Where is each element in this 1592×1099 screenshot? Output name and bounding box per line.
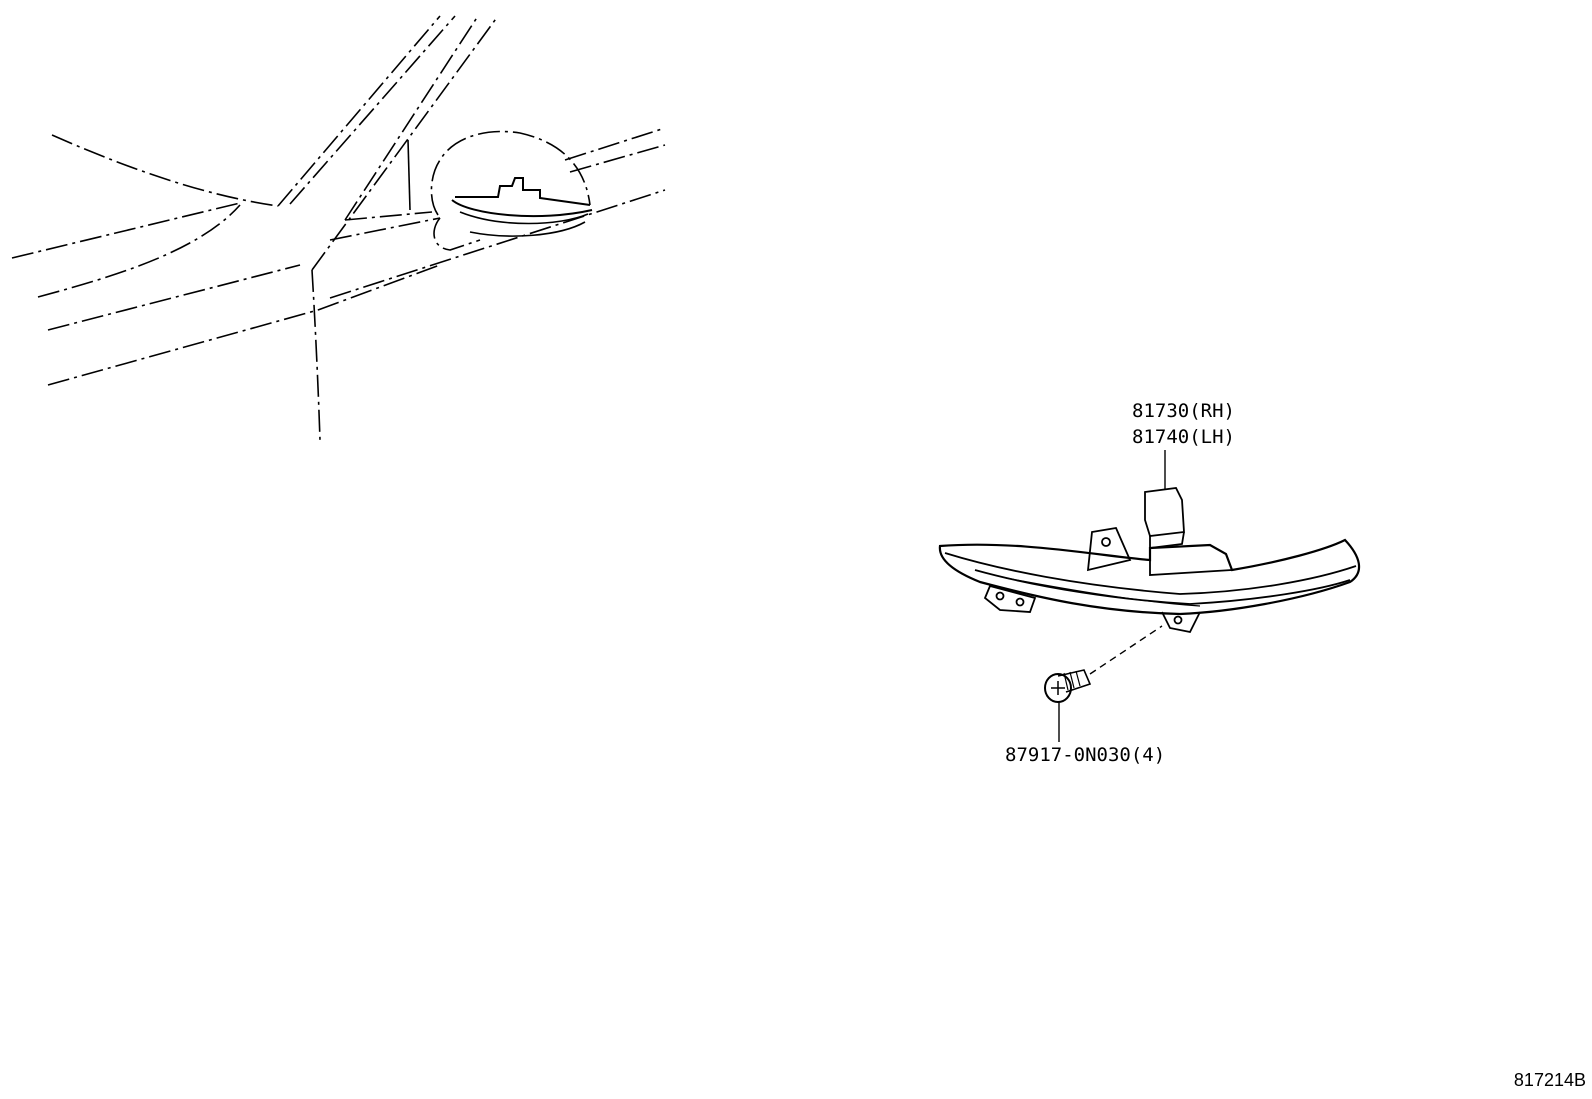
assembly-guide-line: [1089, 625, 1163, 675]
callout-lamp-rh: 81730(RH): [1132, 400, 1235, 422]
lamp-body: [938, 538, 1361, 616]
lower-mounting-tab-left: [983, 584, 1037, 613]
a-pillar: [277, 15, 499, 441]
callout-lamp-lh: 81740(LH): [1132, 426, 1235, 448]
body-phantom-lines: [11, 127, 666, 386]
callout-screw: 87917-0N030(4): [1005, 744, 1166, 766]
screw: [1044, 669, 1092, 703]
lamp-connector: [1144, 487, 1185, 550]
upper-mounting-tab: [1086, 526, 1132, 572]
side-mirror: [407, 130, 593, 251]
lower-mounting-tab-right: [1161, 611, 1201, 634]
figure-id: 817214B: [1513, 1070, 1586, 1090]
